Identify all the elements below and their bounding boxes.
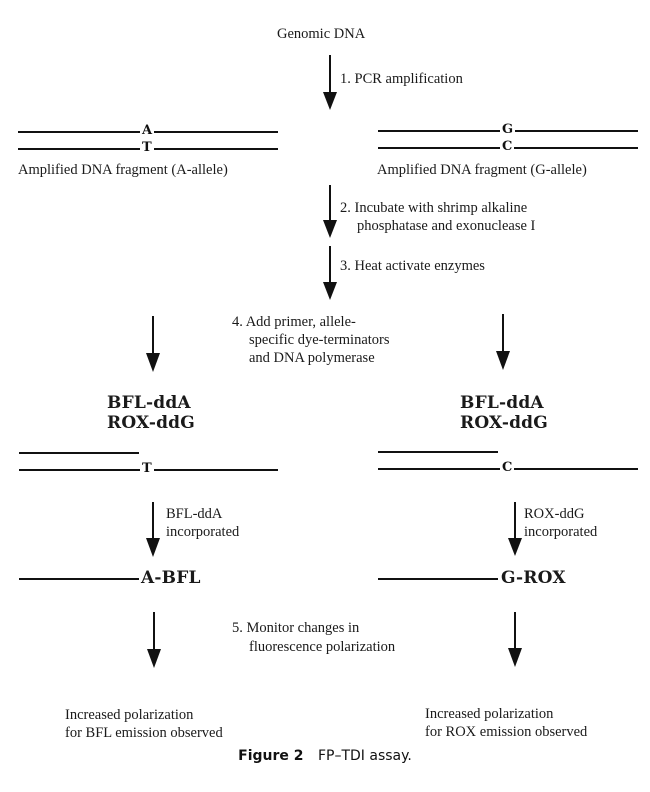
step5-label-line1: 5. Monitor changes in: [232, 620, 360, 636]
right-template-base: C: [500, 460, 515, 475]
arrow-incorporation-right: [508, 502, 522, 556]
figure-caption: Figure 2 FP–TDI assay.: [0, 748, 650, 764]
right-reagent-bfl-dda: BFL-ddA: [460, 393, 544, 413]
left-reagent-bfl-dda: BFL-ddA: [107, 393, 191, 413]
right-fragment-label: Amplified DNA fragment (G-allele): [377, 162, 587, 178]
left-product-label: A-BFL: [141, 568, 201, 588]
arrow-step1: [323, 55, 337, 110]
left-incorporation-line2: incorporated: [166, 524, 240, 540]
left-result-line2: for BFL emission observed: [65, 725, 223, 741]
right-primer-strand: [378, 451, 498, 453]
left-primer-strand: [19, 452, 139, 454]
right-reagent-rox-ddg: ROX-ddG: [460, 413, 548, 433]
arrow-incorporation-left: [146, 502, 160, 557]
figure-title: FP–TDI assay.: [317, 748, 412, 764]
arrow-step2: [323, 185, 337, 238]
left-reagent-rox-ddg: ROX-ddG: [107, 413, 195, 433]
left-template-base: T: [140, 461, 154, 476]
base-g: G: [500, 122, 516, 137]
base-t: T: [140, 140, 154, 155]
right-incorporation-line2: incorporated: [524, 524, 598, 540]
base-c: C: [500, 139, 515, 154]
right-result-line2: for ROX emission observed: [425, 724, 588, 740]
arrow-step5-right: [508, 612, 522, 667]
right-product-strand: [378, 578, 498, 580]
arrow-step4-left: [146, 316, 160, 372]
right-incorporation-line1: ROX-ddG: [524, 506, 585, 522]
arrow-step5-left: [147, 612, 161, 668]
arrow-step3: [323, 246, 337, 300]
step5-label-line2: fluorescence polarization: [249, 639, 396, 655]
step1-label: 1. PCR amplification: [340, 71, 463, 87]
genomic-dna-label: Genomic DNA: [277, 26, 366, 42]
step4-label-line1: 4. Add primer, allele-: [232, 314, 356, 330]
left-fragment-label: Amplified DNA fragment (A-allele): [18, 162, 228, 178]
arrow-step4-right: [496, 314, 510, 370]
step2-label-line2: phosphatase and exonuclease I: [357, 218, 536, 234]
right-product-label: G-ROX: [501, 568, 566, 588]
left-incorporation-line1: BFL-ddA: [166, 506, 223, 522]
base-a: A: [140, 123, 155, 138]
step2-label-line1: 2. Incubate with shrimp alkaline: [340, 200, 528, 216]
right-result-line1: Increased polarization: [425, 706, 554, 722]
step3-label: 3. Heat activate enzymes: [340, 258, 485, 274]
left-product-strand: [19, 578, 139, 580]
figure-number: Figure 2: [238, 748, 304, 764]
step4-label-line2: specific dye-terminators: [249, 332, 390, 348]
step4-label-line3: and DNA polymerase: [249, 350, 375, 366]
left-result-line1: Increased polarization: [65, 707, 194, 723]
